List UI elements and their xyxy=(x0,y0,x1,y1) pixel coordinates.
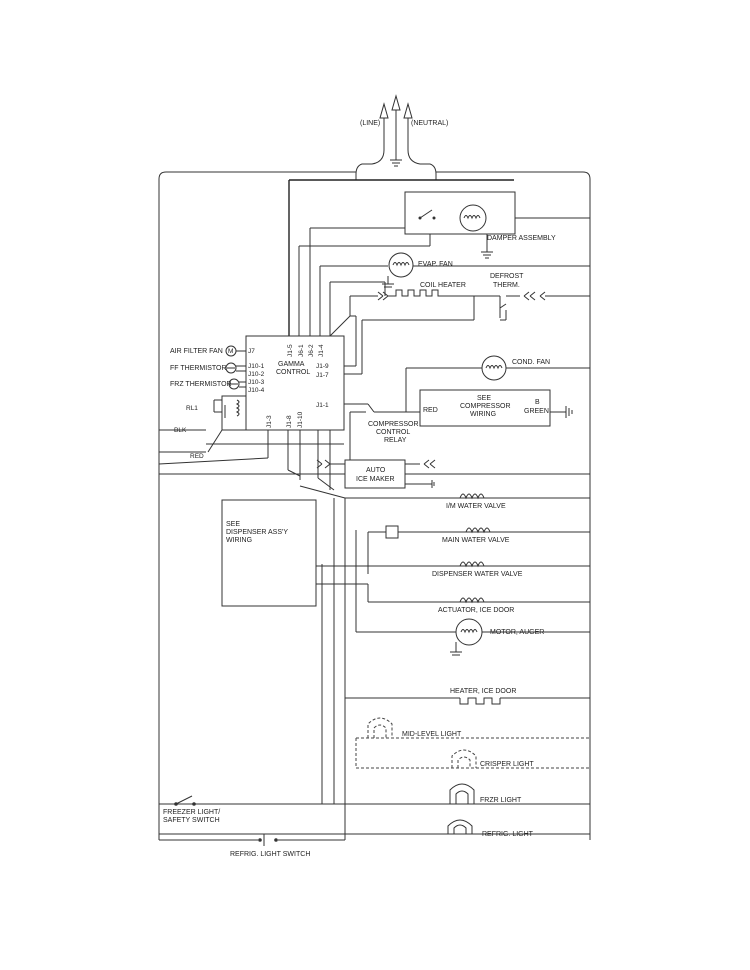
compressor-wiring-box: SEE COMPRESSOR WIRING RED B GREEN xyxy=(406,389,573,427)
dispenser-water-valve: DISPENSER WATER VALVE xyxy=(316,561,590,578)
ice-maker-label-1: AUTO xyxy=(366,467,386,474)
mid-level-light-label: MID-LEVEL LIGHT xyxy=(402,731,462,738)
heater-ice-door-label: HEATER, ICE DOOR xyxy=(450,688,516,695)
damper-assembly-label: DAMPER ASSEMBLY xyxy=(487,235,556,242)
damper-motor-icon xyxy=(459,204,487,232)
dispenser-assembly-box: SEE DISPENSER ASS'Y WIRING xyxy=(221,499,317,607)
air-filter-fan: M AIR FILTER FAN xyxy=(170,345,246,357)
refrig-switch-label: REFRIG. LIGHT SWITCH xyxy=(230,851,310,858)
pin-j6-1: J6-1 xyxy=(298,344,305,357)
power-supply-plug: (LINE) (NEUTRAL) xyxy=(355,94,448,180)
pin-j10-1: J10-1 xyxy=(248,363,265,370)
ff-thermistor-label: FF THERMISTOR xyxy=(170,365,227,372)
refrig-light: REFRIG. LIGHT xyxy=(447,819,534,838)
relay-label-2: CONTROL xyxy=(376,429,410,436)
frzr-light-label: FRZR LIGHT xyxy=(480,797,522,804)
coil-heater: COIL HEATER xyxy=(329,281,500,340)
frzr-light: FRZR LIGHT xyxy=(449,783,522,804)
heater-ice-door: HEATER, ICE DOOR xyxy=(345,688,590,705)
compressor-green-label: GREEN xyxy=(524,408,549,415)
pin-j10-3: J10-3 xyxy=(248,379,265,386)
refrig-light-switch: REFRIG. LIGHT SWITCH xyxy=(159,834,346,858)
dispenser-label-2: DISPENSER ASS'Y xyxy=(226,529,288,536)
coil-heater-label: COIL HEATER xyxy=(420,282,466,289)
ff-thermistor-icon xyxy=(225,362,237,374)
freezer-switch-label-1: FREEZER LIGHT/ xyxy=(163,809,220,816)
blk-label: BLK xyxy=(174,427,187,434)
cabinet-outline xyxy=(158,171,591,840)
pin-j1-8: J1-8 xyxy=(286,415,293,428)
cond-fan-label: COND. FAN xyxy=(512,359,550,366)
main-water-valve: MAIN WATER VALVE xyxy=(367,525,590,574)
pin-j1-5: J1-5 xyxy=(287,344,294,357)
svg-text:M: M xyxy=(228,348,233,355)
control-title-2: CONTROL xyxy=(276,369,310,376)
mid-level-light: MID-LEVEL LIGHT xyxy=(356,717,590,739)
motor-auger: MOTOR, AUGER xyxy=(355,530,590,656)
defrost-therm-label-1: DEFROST xyxy=(490,273,524,280)
pin-j1-1: J1-1 xyxy=(316,402,329,409)
refrig-light-label: REFRIG. LIGHT xyxy=(482,831,534,838)
defrost-thermostat: DEFROST THERM. xyxy=(490,273,590,321)
red-label: RED xyxy=(190,453,204,460)
freezer-switch-label-2: SAFETY SWITCH xyxy=(163,817,220,824)
line-label: (LINE) xyxy=(360,120,380,127)
dispenser-label-3: WIRING xyxy=(226,537,252,544)
relay-rl1: RL1 BLK RED xyxy=(159,395,247,460)
rl1-label: RL1 xyxy=(186,405,198,412)
actuator-ice-door-label: ACTUATOR, ICE DOOR xyxy=(438,607,514,614)
crisper-light: CRISPER LIGHT xyxy=(355,738,590,769)
ice-maker-label-2: ICE MAKER xyxy=(356,476,395,483)
pin-j7: J7 xyxy=(248,348,255,355)
evap-fan-label: EVAP. FAN xyxy=(418,261,453,268)
im-water-valve: I/M WATER VALVE xyxy=(345,493,590,510)
freezer-light-safety-switch: FREEZER LIGHT/ SAFETY SWITCH xyxy=(159,795,220,824)
bus-lines xyxy=(159,179,590,835)
neutral-label: (NEUTRAL) xyxy=(411,120,448,127)
compressor-red-label: RED xyxy=(423,407,438,414)
actuator-ice-door: ACTUATOR, ICE DOOR xyxy=(316,583,590,614)
dispenser-water-valve-label: DISPENSER WATER VALVE xyxy=(432,571,523,578)
main-water-valve-label: MAIN WATER VALVE xyxy=(442,537,510,544)
condenser-fan: COND. FAN xyxy=(405,355,590,412)
damper-assembly: DAMPER ASSEMBLY xyxy=(299,191,590,259)
evap-fan-motor-icon xyxy=(388,252,414,278)
compressor-label: COMPRESSOR xyxy=(460,403,511,410)
pin-j1-4: J1-4 xyxy=(318,344,325,357)
pin-j1-10: J1-10 xyxy=(297,411,304,428)
pin-j1-9: J1-9 xyxy=(316,363,329,370)
evap-fan: EVAP. FAN xyxy=(320,252,590,288)
pin-j10-4: J10-4 xyxy=(248,387,265,394)
crisper-light-label: CRISPER LIGHT xyxy=(480,761,534,768)
control-title-1: GAMMA xyxy=(278,361,305,368)
frz-thermistor-icon xyxy=(228,378,240,390)
compressor-see-label: SEE xyxy=(477,395,491,402)
pin-j1-7: J1-7 xyxy=(316,372,329,379)
compressor-b-label: B xyxy=(535,399,540,406)
im-water-valve-label: I/M WATER VALVE xyxy=(446,503,506,510)
pin-j1-3: J1-3 xyxy=(266,415,273,428)
pin-j10-2: J10-2 xyxy=(248,371,265,378)
dispenser-label-1: SEE xyxy=(226,521,240,528)
auto-ice-maker: AUTO ICE MAKER xyxy=(316,459,436,489)
frz-thermistor: FRZ THERMISTOR xyxy=(170,378,246,390)
relay-label-3: RELAY xyxy=(384,437,407,444)
pin-j6-2: J6-2 xyxy=(308,344,315,357)
air-filter-fan-label: AIR FILTER FAN xyxy=(170,348,223,355)
gamma-control-board: GAMMA CONTROL J1-5 J6-1 J6-2 J1-4 J1-9 J… xyxy=(245,296,475,431)
motor-auger-label: MOTOR, AUGER xyxy=(490,629,544,636)
relay-label-1: COMPRESSOR xyxy=(368,421,419,428)
compressor-wiring-label: WIRING xyxy=(470,411,496,418)
frz-thermistor-label: FRZ THERMISTOR xyxy=(170,381,232,388)
defrost-therm-label-2: THERM. xyxy=(493,282,520,289)
ff-thermistor: FF THERMISTOR xyxy=(170,362,246,374)
